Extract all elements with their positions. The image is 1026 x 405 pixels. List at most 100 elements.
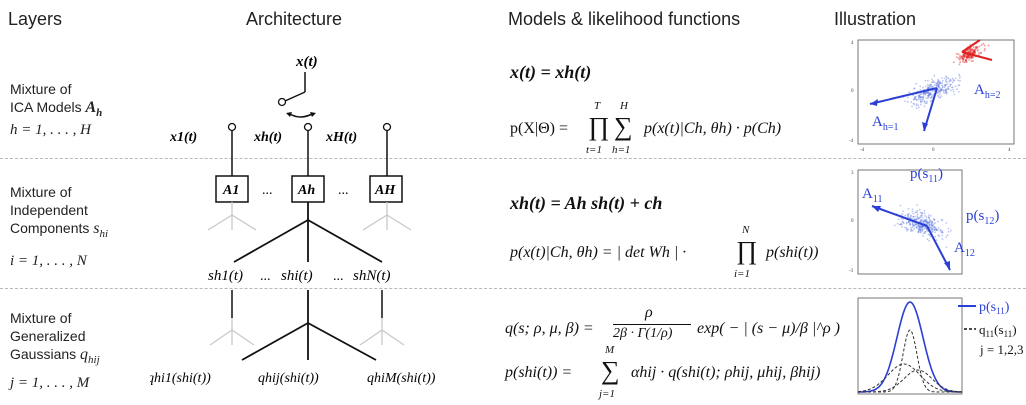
scatter-point <box>906 213 909 216</box>
scatter-point <box>940 89 943 92</box>
scatter-point <box>927 233 930 236</box>
equation-3: xh(t) = Ah sh(t) + ch <box>510 193 663 213</box>
scatter-point <box>987 44 990 47</box>
scatter-point <box>922 221 925 224</box>
scatter-point <box>939 90 941 93</box>
label-p-s12: p(s12) <box>966 208 999 227</box>
scatter-point <box>935 84 938 86</box>
scatter-point <box>974 46 977 49</box>
scatter-point <box>933 74 936 77</box>
scatter-point <box>914 223 917 226</box>
scatter-point <box>953 79 956 82</box>
scatter-point <box>937 94 939 97</box>
curve-q-j3 <box>858 369 962 393</box>
scatter-point <box>916 209 919 212</box>
scatter-point <box>949 85 951 87</box>
scatter-point <box>937 96 940 98</box>
component-label-i: shi(t) <box>281 268 313 284</box>
scatter-point <box>935 229 938 231</box>
scatter-point <box>947 77 950 80</box>
scatter-point <box>945 88 947 91</box>
scatter-point <box>921 228 924 230</box>
architecture-diagram: x(t) x1(t) xh(t) xH(t) A1 Ah AH ... ... <box>150 54 436 386</box>
scatter-point <box>930 93 932 95</box>
scatter-point <box>904 100 906 103</box>
scatter-point <box>952 88 954 91</box>
scatter-point <box>933 84 936 86</box>
scatter-point <box>925 221 927 224</box>
scatter-point <box>909 222 911 225</box>
scatter-point <box>929 219 932 222</box>
scatter-point <box>947 227 950 230</box>
scatter-point <box>916 103 918 105</box>
scatter-point <box>941 234 944 237</box>
scatter-point <box>959 77 961 79</box>
scatter-point <box>928 233 931 236</box>
scatter-point <box>908 212 910 215</box>
scatter-point <box>919 89 922 91</box>
scatter-point <box>944 77 946 80</box>
scatter-point <box>910 230 912 232</box>
scatter-point <box>967 56 970 59</box>
scatter-point <box>931 96 934 98</box>
scatter-point <box>930 94 933 97</box>
scatter-point <box>936 92 939 94</box>
scatter-point <box>936 82 938 85</box>
scatter-point <box>980 51 983 54</box>
scatter-point <box>937 84 940 87</box>
scatter-point <box>941 86 944 89</box>
scatter-point <box>939 96 942 99</box>
scatter-point <box>925 97 928 99</box>
scatter-point <box>941 77 944 79</box>
scatter-point <box>925 220 928 223</box>
scatter-point <box>941 88 944 91</box>
scatter-point <box>922 220 924 223</box>
scatter-point <box>952 79 955 81</box>
scatter-point <box>962 57 965 60</box>
scatter-point <box>937 85 940 88</box>
scatter-point <box>962 53 965 56</box>
scatter-point <box>972 46 975 49</box>
scatter-point <box>943 92 946 94</box>
scatter-point <box>922 93 925 95</box>
scatter-point <box>923 212 926 215</box>
scatter-point <box>937 83 939 86</box>
scatter-point <box>970 57 973 60</box>
scatter-point <box>920 96 923 98</box>
scatter-point <box>928 221 931 224</box>
svg-text:0: 0 <box>851 89 854 94</box>
scatter-point <box>917 97 920 99</box>
scatter-point <box>933 229 935 231</box>
scatter-point <box>931 228 934 231</box>
scatter-point <box>975 46 978 49</box>
svg-text:AH: AH <box>374 183 396 198</box>
scatter-point <box>946 88 949 91</box>
arch-output-label-1: x1(t) <box>169 130 197 145</box>
scatter-point <box>907 221 910 223</box>
scatter-point <box>913 88 915 90</box>
scatter-point <box>972 51 975 54</box>
scatter-point <box>910 229 912 231</box>
scatter-point <box>937 86 939 88</box>
scatter-point <box>958 55 961 57</box>
scatter-point <box>915 225 918 228</box>
scatter-point <box>918 94 921 96</box>
scatter-point <box>936 229 939 232</box>
svg-text:-4: -4 <box>849 139 854 144</box>
scatter-point <box>939 89 942 92</box>
scatter-point <box>931 228 934 231</box>
scatter-point <box>900 223 903 225</box>
scatter-point <box>907 214 910 216</box>
scatter-point <box>919 211 922 214</box>
scatter-point <box>923 101 926 103</box>
scatter-point <box>938 82 941 85</box>
scatter-point <box>961 60 964 63</box>
scatter-point <box>910 217 913 220</box>
scatter-point <box>965 57 968 60</box>
scatter-point <box>978 51 980 54</box>
scatter-point <box>918 228 921 231</box>
scatter-point <box>965 55 968 58</box>
scatter-point <box>922 92 925 95</box>
scatter-point <box>928 219 931 222</box>
scatter-point <box>901 220 904 223</box>
